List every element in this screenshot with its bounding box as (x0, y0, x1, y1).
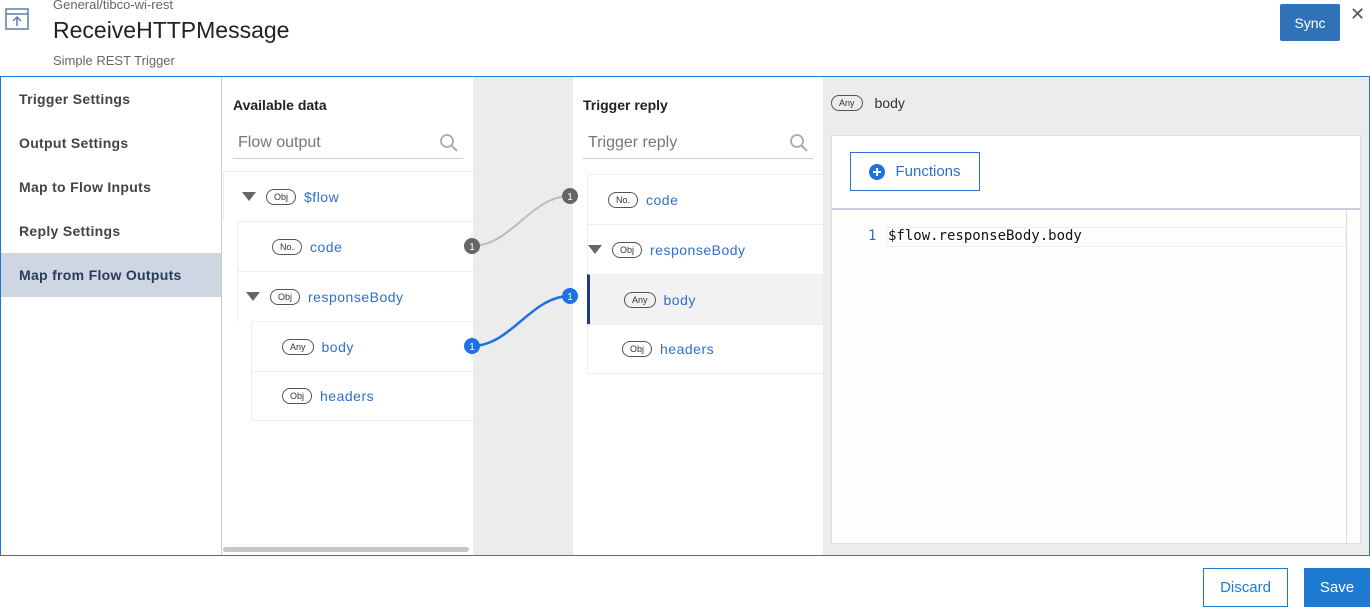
search-icon (440, 134, 458, 152)
mapping-count-badge: 1 (464, 238, 480, 254)
breadcrumb[interactable]: General/tibco-wi-rest (53, 0, 173, 12)
code-editor[interactable]: 1 $flow.responseBody.body (832, 208, 1360, 543)
field-name: code (646, 191, 679, 208)
flow-output-search[interactable]: Flow output (233, 129, 463, 159)
functions-label: Functions (895, 163, 961, 180)
sidebar: Trigger Settings Output Settings Map to … (1, 77, 222, 555)
sidebar-item-map-to-flow-inputs[interactable]: Map to Flow Inputs (19, 179, 152, 195)
search-icon (790, 134, 808, 152)
line-number: 1 (868, 228, 877, 244)
svg-text:1: 1 (567, 292, 573, 303)
expand-arrow-icon[interactable] (246, 292, 260, 301)
tree-row-code[interactable]: No. code (237, 221, 473, 271)
editor-ruler (1346, 210, 1347, 543)
expand-arrow-icon[interactable] (242, 192, 256, 201)
type-badge: Any (624, 291, 656, 308)
available-data-title: Available data (233, 97, 327, 113)
app-icon (5, 8, 29, 30)
type-badge: Obj (270, 288, 301, 305)
sidebar-item-map-from-flow-outputs[interactable]: Map from Flow Outputs (1, 253, 221, 297)
field-name: body (321, 338, 354, 355)
field-name: headers (320, 388, 375, 404)
sidebar-item-output-settings[interactable]: Output Settings (19, 135, 129, 151)
trigger-reply-search[interactable]: Trigger reply (583, 129, 813, 159)
sidebar-item-trigger-settings[interactable]: Trigger Settings (19, 91, 131, 107)
mapping-connections: 1 1 1 1 (464, 188, 578, 354)
functions-button[interactable]: Functions (850, 152, 980, 191)
tree-row-flow[interactable]: Obj $flow (223, 171, 473, 221)
mapper-container: Trigger Settings Output Settings Map to … (0, 76, 1370, 556)
search-placeholder: Flow output (238, 134, 321, 151)
svg-text:1: 1 (567, 192, 573, 203)
field-name: code (310, 238, 343, 255)
type-badge: Any (831, 95, 863, 111)
field-name: $flow (304, 188, 340, 205)
type-badge: Any (282, 338, 314, 355)
horizontal-scrollbar[interactable] (223, 547, 469, 552)
expression-panel: Any body Functions 1 $flow.responseBody.… (823, 77, 1369, 555)
tree-row-responsebody[interactable]: Obj responseBody (237, 271, 473, 321)
mapping-count-badge: 1 (562, 288, 578, 304)
reply-row-responsebody[interactable]: Obj responseBody (587, 224, 823, 274)
mapping-line-body (471, 294, 571, 348)
selected-field-name: body (874, 95, 905, 111)
mapping-lines-area (473, 77, 573, 555)
field-name: responseBody (308, 288, 404, 305)
expression-editor-box: Functions 1 $flow.responseBody.body (831, 135, 1361, 544)
mapping-count-badge: 1 (464, 338, 480, 354)
expression-text[interactable]: $flow.responseBody.body (886, 227, 1346, 247)
reply-row-code[interactable]: No. code (587, 174, 823, 224)
tree-row-headers[interactable]: Obj headers (251, 371, 473, 421)
discard-button[interactable]: Discard (1203, 568, 1288, 607)
field-name: headers (660, 341, 715, 357)
search-placeholder: Trigger reply (588, 134, 678, 151)
mapping-count-badge: 1 (562, 188, 578, 204)
close-icon[interactable]: ✕ (1350, 4, 1366, 24)
field-name: responseBody (650, 241, 746, 258)
svg-text:1: 1 (469, 342, 475, 353)
plus-circle-icon (869, 163, 886, 180)
page-title: ReceiveHTTPMessage (53, 17, 290, 43)
type-badge: Obj (612, 241, 643, 258)
reply-row-headers[interactable]: Obj headers (587, 324, 823, 374)
svg-text:1: 1 (469, 242, 475, 253)
type-badge: Obj (282, 388, 313, 404)
type-badge: Obj (266, 188, 297, 205)
type-badge: No. (608, 191, 639, 208)
trigger-reply-title: Trigger reply (583, 97, 668, 113)
mapping-line-code (471, 195, 571, 247)
type-badge: Obj (622, 341, 653, 357)
sidebar-item-reply-settings[interactable]: Reply Settings (19, 223, 121, 239)
available-data-panel: Available data Flow output Obj $flow No. c… (223, 77, 473, 555)
expand-arrow-icon[interactable] (588, 245, 602, 254)
sync-button[interactable]: Sync (1280, 4, 1340, 41)
page-subtitle: Simple REST Trigger (53, 53, 175, 68)
field-name: body (663, 291, 696, 308)
type-badge: No. (272, 238, 303, 255)
save-button[interactable]: Save (1304, 568, 1370, 607)
